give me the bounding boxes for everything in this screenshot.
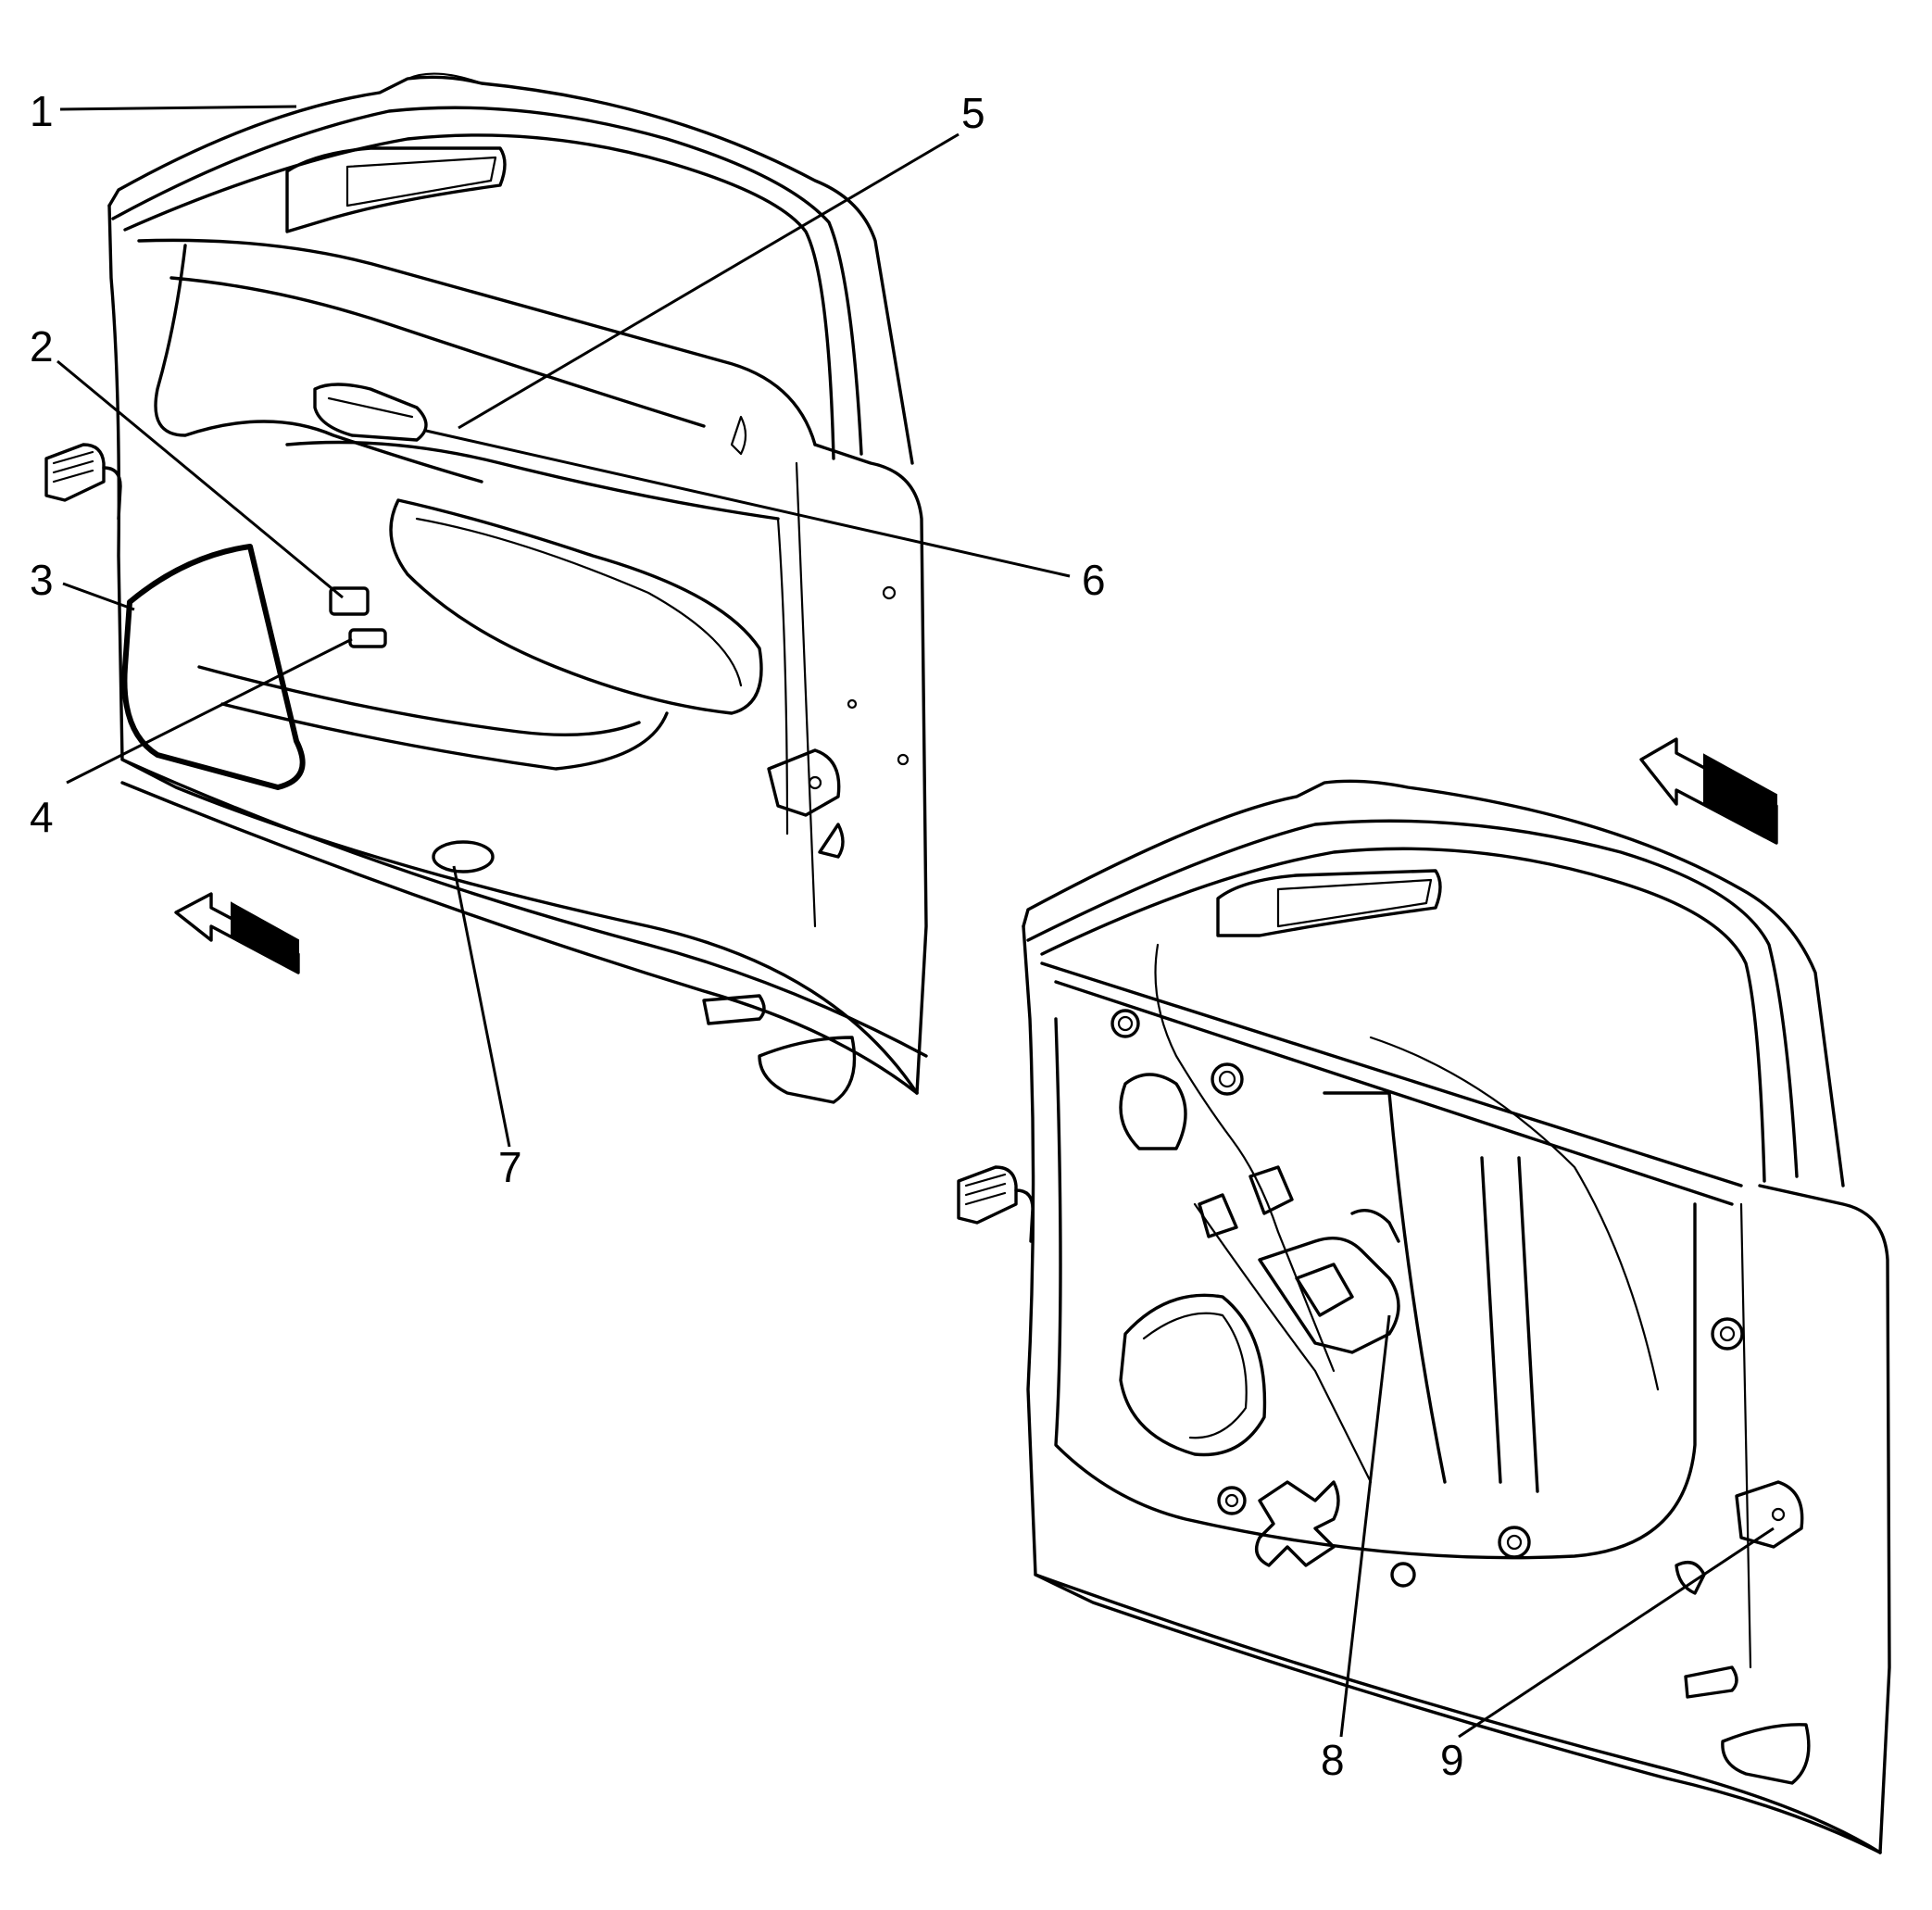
callout-9: 9 — [1440, 1736, 1464, 1784]
callout-1: 1 — [30, 87, 54, 135]
callout-2: 2 — [30, 322, 54, 371]
callout-labels: 1 2 3 4 5 6 7 8 9 — [30, 87, 1464, 1784]
callout-8: 8 — [1321, 1736, 1345, 1784]
callout-4: 4 — [30, 793, 54, 841]
callout-6: 6 — [1082, 556, 1106, 604]
callout-5: 5 — [961, 89, 985, 137]
door-interior-view — [44, 72, 928, 1104]
callout-3: 3 — [30, 556, 54, 604]
door-module-view — [957, 779, 1891, 1854]
leader-lines — [56, 105, 1775, 1739]
callout-7: 7 — [498, 1143, 522, 1191]
front-direction-arrow-left — [174, 892, 300, 974]
front-direction-arrow-right — [1639, 737, 1778, 845]
